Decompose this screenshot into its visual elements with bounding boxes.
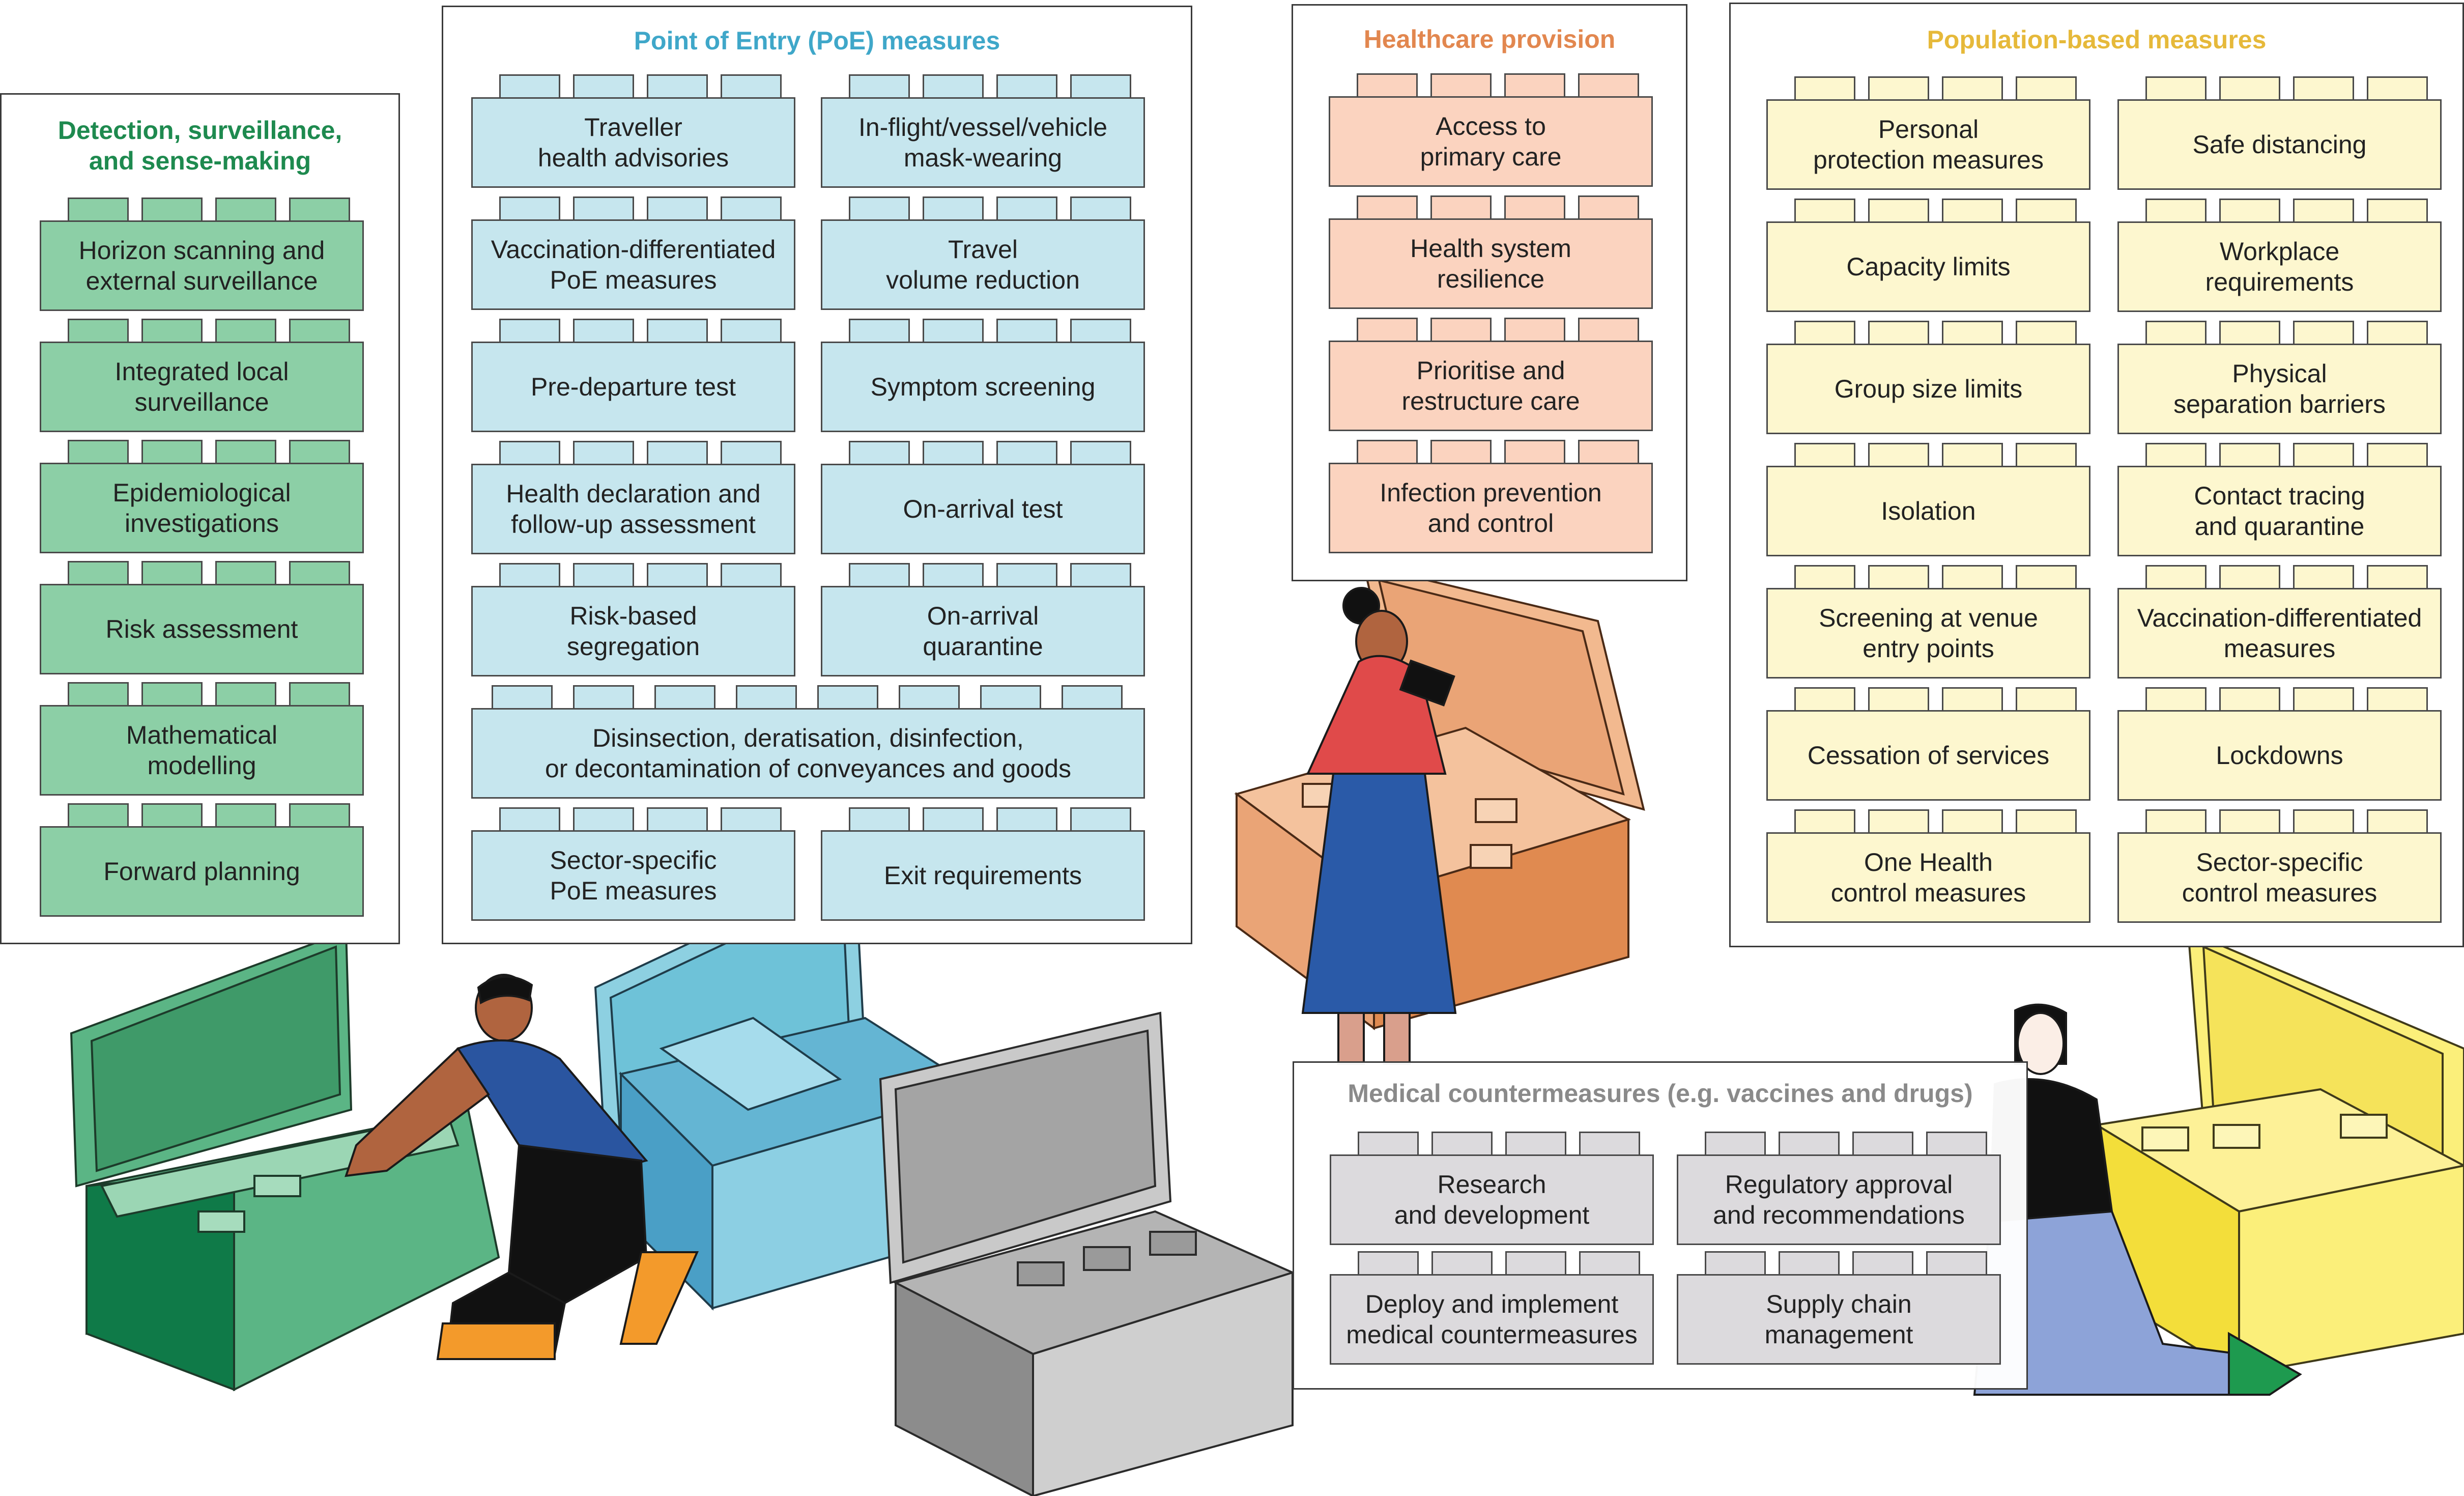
brick-sector-poe[interactable]: Sector-specific PoE measures (471, 807, 795, 921)
brick-label: Forward planning (103, 857, 300, 886)
brick-vaccination-poe[interactable]: Vaccination-differentiated PoE measures (471, 196, 795, 310)
brick-mathematical-modelling[interactable]: Mathematical modelling (40, 682, 364, 796)
brick-symptom-screening[interactable]: Symptom screening (821, 319, 1145, 432)
brick-primary-care[interactable]: Access to primary care (1329, 73, 1653, 187)
brick-label: Vaccination-differentiated PoE measures (491, 235, 776, 294)
brick-label: Research and development (1394, 1170, 1590, 1229)
brick-infection-prevention[interactable]: Infection prevention and control (1329, 440, 1653, 553)
brick-health-declaration[interactable]: Health declaration and follow-up assessm… (471, 441, 795, 554)
brick-system-resilience[interactable]: Health system resilience (1329, 195, 1653, 309)
brick-label: Supply chain management (1764, 1290, 1913, 1349)
brick-label: Personal protection measures (1813, 115, 2044, 174)
brick-label: Travel volume reduction (886, 235, 1080, 294)
brick-label: Mathematical modelling (126, 721, 278, 780)
brick-risk-assessment[interactable]: Risk assessment (40, 561, 364, 674)
brick-label: Sector-specific control measures (2182, 848, 2377, 907)
brick-label: Health declaration and follow-up assessm… (506, 479, 761, 539)
brick-label: Capacity limits (1846, 252, 2011, 281)
brick-on-arrival-quarantine[interactable]: On-arrival quarantine (821, 563, 1145, 676)
brick-safe-distancing[interactable]: Safe distancing (2117, 76, 2442, 190)
brick-label: Prioritise and restructure care (1401, 356, 1580, 415)
brick-label: Symptom screening (870, 373, 1096, 401)
population-panel-title: Population-based measures (1927, 25, 2267, 54)
brick-travel-volume[interactable]: Travel volume reduction (821, 196, 1145, 310)
brick-lockdowns[interactable]: Lockdowns (2117, 687, 2442, 801)
brick-label: Risk-based segregation (566, 602, 700, 661)
brick-supply-chain[interactable]: Supply chain management (1677, 1251, 2001, 1365)
brick-label: Physical separation barriers (2173, 359, 2386, 418)
brick-separation-barriers[interactable]: Physical separation barriers (2117, 321, 2442, 434)
brick-cessation-services[interactable]: Cessation of services (1766, 687, 2090, 801)
brick-label: Disinsection, deratisation, disinfection… (545, 724, 1072, 783)
brick-label: Lockdowns (2216, 741, 2343, 770)
medical-panel-title: Medical countermeasures (e.g. vaccines a… (1348, 1079, 1973, 1108)
brick-regulatory-approval[interactable]: Regulatory approval and recommendations (1677, 1132, 2001, 1245)
brick-vaccination-measures[interactable]: Vaccination-differentiated measures (2117, 565, 2442, 679)
brick-label: Sector-specific PoE measures (550, 846, 717, 905)
brick-venue-screening[interactable]: Screening at venue entry points (1766, 565, 2090, 679)
brick-label: Isolation (1881, 497, 1976, 525)
brick-research-development[interactable]: Research and development (1330, 1132, 1654, 1245)
brick-label: Traveller health advisories (537, 113, 729, 172)
detection-panel: Detection, surveillance, and sense-makin… (0, 93, 400, 944)
poe-panel-title: Point of Entry (PoE) measures (634, 26, 1000, 55)
brick-label: Regulatory approval and recommendations (1713, 1170, 1965, 1229)
yellow-toolbox (2094, 929, 2464, 1376)
brick-label: On-arrival quarantine (923, 602, 1043, 661)
brick-isolation[interactable]: Isolation (1766, 443, 2090, 556)
brick-label: Contact tracing and quarantine (2194, 482, 2365, 541)
brick-label: Horizon scanning and external surveillan… (78, 236, 325, 295)
brick-forward-planning[interactable]: Forward planning (40, 803, 364, 917)
medical-panel: Medical countermeasures (e.g. vaccines a… (1293, 1061, 2028, 1390)
brick-epidemiological[interactable]: Epidemiological investigations (40, 440, 364, 553)
brick-traveller-advisories[interactable]: Traveller health advisories (471, 74, 795, 188)
brick-group-size[interactable]: Group size limits (1766, 321, 2090, 434)
standing-person (1301, 587, 1457, 1065)
brick-personal-protection[interactable]: Personal protection measures (1766, 76, 2090, 190)
brick-one-health[interactable]: One Health control measures (1766, 809, 2090, 923)
brick-contact-tracing[interactable]: Contact tracing and quarantine (2117, 443, 2442, 556)
brick-label: Infection prevention and control (1380, 478, 1602, 538)
healthcare-panel: Healthcare provision Access to primary c… (1292, 4, 1687, 581)
population-panel: Population-based measures Personal prote… (1729, 3, 2464, 947)
brick-integrated-surveillance[interactable]: Integrated local surveillance (40, 319, 364, 432)
brick-pre-departure-test[interactable]: Pre-departure test (471, 319, 795, 432)
healthcare-panel-title: Healthcare provision (1363, 25, 1616, 53)
brick-label: Epidemiological investigations (112, 478, 291, 538)
brick-label: Access to primary care (1420, 112, 1562, 171)
poe-panel: Point of Entry (PoE) measures Traveller … (442, 6, 1192, 944)
brick-label: Health system resilience (1410, 234, 1571, 293)
brick-label: Pre-departure test (531, 373, 736, 401)
brick-label: In-flight/vessel/vehicle mask-wearing (858, 113, 1108, 172)
brick-label: Exit requirements (883, 861, 1082, 890)
grey-toolbox (879, 1011, 1296, 1496)
brick-prioritise-care[interactable]: Prioritise and restructure care (1329, 318, 1653, 431)
brick-label: Risk assessment (105, 615, 298, 643)
brick-exit-requirements[interactable]: Exit requirements (821, 807, 1145, 921)
brick-label: Deploy and implement medical countermeas… (1346, 1290, 1638, 1349)
brick-risk-segregation[interactable]: Risk-based segregation (471, 563, 795, 676)
brick-on-arrival-test[interactable]: On-arrival test (821, 441, 1145, 554)
brick-workplace-requirements[interactable]: Workplace requirements (2117, 199, 2442, 312)
brick-label: Screening at venue entry points (1819, 604, 2038, 663)
green-toolbox (70, 930, 500, 1392)
brick-label: Integrated local surveillance (114, 357, 289, 416)
brick-mask-wearing[interactable]: In-flight/vessel/vehicle mask-wearing (821, 74, 1145, 188)
brick-label: Workplace requirements (2205, 237, 2354, 296)
brick-label: Vaccination-differentiated measures (2137, 604, 2422, 663)
brick-deploy-implement[interactable]: Deploy and implement medical countermeas… (1330, 1251, 1654, 1365)
detection-panel-title: Detection, surveillance, and sense-makin… (58, 116, 342, 175)
brick-label: On-arrival test (903, 495, 1063, 523)
brick-label: One Health control measures (1830, 848, 2026, 907)
brick-label: Cessation of services (1807, 741, 2050, 770)
brick-horizon-scanning[interactable]: Horizon scanning and external surveillan… (40, 197, 364, 311)
brick-sector-control[interactable]: Sector-specific control measures (2117, 809, 2442, 923)
brick-label: Group size limits (1834, 375, 2023, 403)
brick-label: Safe distancing (2192, 130, 2367, 159)
brick-capacity-limits[interactable]: Capacity limits (1766, 199, 2090, 312)
crouching-person (345, 974, 699, 1360)
brick-disinsection[interactable]: Disinsection, deratisation, disinfection… (471, 685, 1145, 799)
blue-toolbox (594, 863, 980, 1311)
